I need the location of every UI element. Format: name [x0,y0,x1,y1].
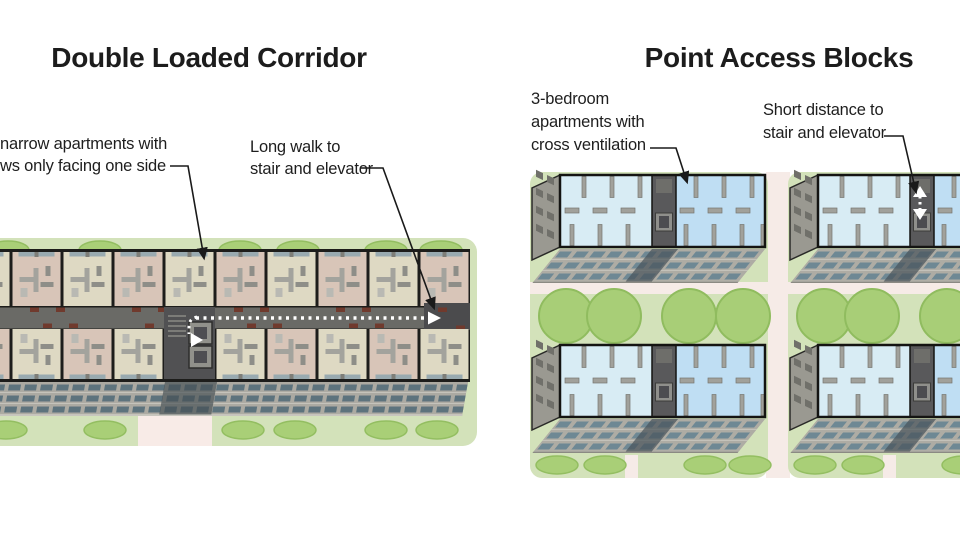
right-panel-title: Point Access Blocks [644,42,914,73]
callout-line: ws only facing one side [0,157,166,175]
bushes [535,455,772,475]
slab-building [0,249,470,416]
point-access-building [530,168,767,285]
callout-long-walk: Long walk to stair and elevator [250,136,373,180]
callout-line: cross ventilation [531,136,646,154]
point-access-blocks-illustration [530,135,960,478]
callout-line: apartments with [531,113,645,131]
bushes [793,455,960,475]
point-access-building [788,338,960,455]
leader-short-distance [884,135,920,195]
top-unit-row [0,252,469,306]
apartment-doors [30,307,465,330]
leader-long-walk [361,167,436,311]
point-access-building [788,168,960,285]
slab-facade [0,382,468,416]
callout-line: narrow apartments with [0,135,168,153]
callout-three-bedroom: 3-bedroom apartments with cross ventilat… [531,88,646,157]
leader-narrow-apartments [170,165,208,261]
point-access-building [530,338,767,455]
callout-line: 3-bedroom [531,90,609,108]
callout-line: stair and elevator [250,160,373,178]
trees [796,288,960,344]
callout-short-distance: Short distance to stair and elevator [763,99,886,145]
street-path [766,172,790,478]
callout-narrow-apartments: narrow apartments with ws only facing on… [0,133,167,177]
double-loaded-corridor-illustration [0,165,477,446]
trees [538,288,771,344]
callout-line: Long walk to [250,138,341,156]
callout-line: stair and elevator [763,124,886,142]
callout-line: Short distance to [763,101,884,119]
left-panel-title: Double Loaded Corridor [51,42,367,73]
leader-cross-ventilation [650,147,690,185]
stairs [168,315,186,337]
bottom-unit-row [0,329,469,379]
stair-elevator-core [164,307,215,382]
long-walk-route [187,311,441,347]
